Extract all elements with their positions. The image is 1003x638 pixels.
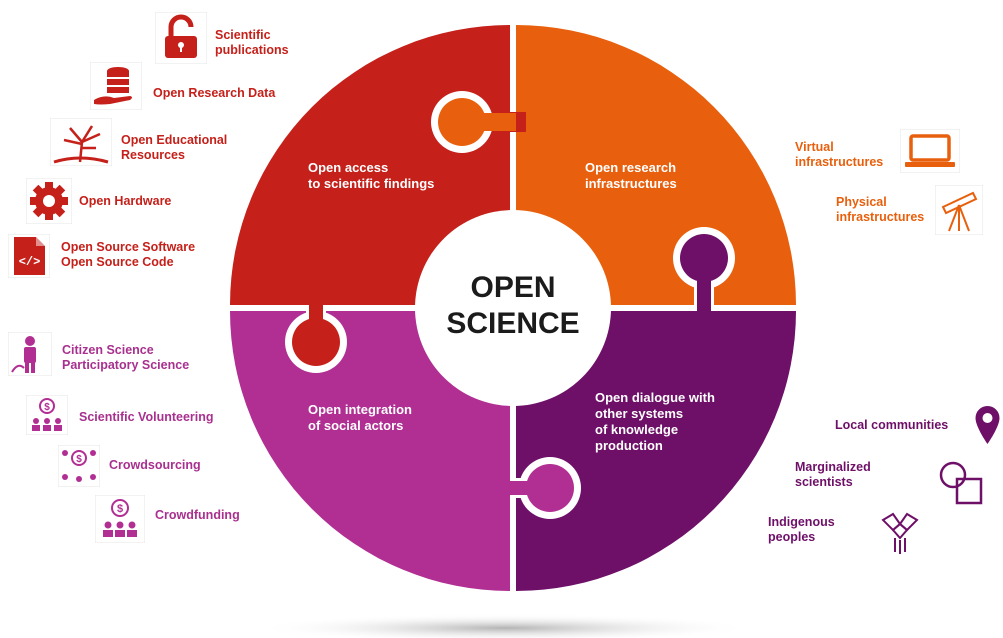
center-title: OPEN SCIENCE — [446, 271, 580, 340]
floor-shadow — [255, 614, 755, 638]
svg-text:$: $ — [117, 503, 123, 515]
overlap-squares-icon — [939, 461, 983, 505]
crowdfunding-icon: $ — [95, 495, 145, 543]
label-open-educational-resources: Open Educational Resources — [121, 133, 228, 162]
quadrant-label-open-access: Open access to scientific findings — [308, 160, 435, 191]
quadrant-bottom-right — [516, 311, 796, 591]
joined-hands-icon — [881, 512, 919, 554]
label-scientific-volunteering: Scientific Volunteering — [79, 410, 214, 424]
quadrant-bottom-left — [230, 311, 510, 591]
open-lock-icon — [155, 12, 207, 64]
label-open-hardware: Open Hardware — [79, 194, 172, 208]
crowdsourcing-icon: $ — [58, 445, 100, 487]
label-indigenous-peoples: Indigenous peoples — [768, 515, 835, 544]
telescope-icon — [935, 185, 983, 235]
gear-icon — [26, 178, 72, 224]
svg-text:$: $ — [76, 454, 82, 465]
tree-icon — [50, 118, 112, 166]
quadrant-label-open-integration: Open integration of social actors — [308, 402, 412, 433]
location-pin-icon — [975, 406, 1000, 444]
center-circle — [415, 210, 611, 406]
label-open-research-data: Open Research Data — [153, 86, 276, 100]
laptop-icon — [900, 129, 960, 173]
quadrant-top-left — [230, 25, 510, 305]
label-local-communities: Local communities — [835, 418, 949, 432]
code-file-icon: </> — [8, 234, 50, 278]
quadrant-top-right — [516, 25, 796, 305]
label-scientific-publications: Scientific publications — [215, 28, 289, 57]
label-crowdsourcing: Crowdsourcing — [109, 458, 201, 472]
data-stack-hand-icon — [90, 62, 142, 110]
quadrant-label-open-infrastructures: Open research infrastructures — [585, 160, 677, 191]
svg-text:</>: </> — [19, 255, 41, 269]
label-marginalized-scientists: Marginalized scientists — [795, 460, 871, 489]
quadrant-label-open-dialogue: Open dialogue with other systems of know… — [595, 390, 715, 453]
svg-text:$: $ — [44, 402, 50, 413]
label-virtual-infrastructures: Virtual infrastructures — [795, 140, 884, 169]
volunteer-icon: $ — [26, 395, 68, 435]
label-open-source: Open Source Software Open Source Code — [61, 240, 196, 269]
label-crowdfunding: Crowdfunding — [155, 508, 240, 522]
citizen-icon — [8, 332, 52, 376]
label-physical-infrastructures: Physical infrastructures — [836, 195, 925, 224]
label-citizen-science: Citizen Science Participatory Science — [62, 343, 190, 372]
